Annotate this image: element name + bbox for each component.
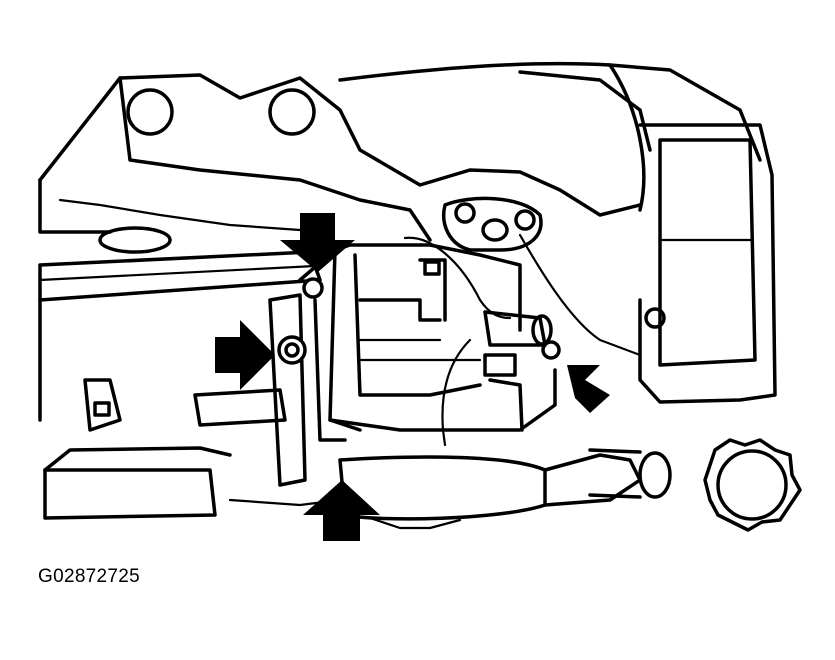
long-bar bbox=[38, 250, 322, 422]
wire-harness bbox=[403, 233, 642, 447]
right-gear bbox=[588, 438, 802, 532]
left-bracket bbox=[83, 277, 324, 487]
engine-component-diagram bbox=[38, 61, 802, 541]
figure-id-label: G02872725 bbox=[38, 566, 141, 587]
callout-arrow-bottom bbox=[303, 480, 380, 541]
engine-block-outline bbox=[38, 61, 762, 242]
callout-arrow-top bbox=[280, 213, 355, 272]
callout-arrow-right bbox=[567, 365, 610, 413]
central-component bbox=[298, 243, 557, 442]
flange bbox=[442, 196, 543, 252]
callout-arrows bbox=[215, 213, 610, 541]
lower-pulley-assembly bbox=[43, 446, 642, 530]
callout-arrow-left bbox=[215, 320, 275, 390]
block-bosses bbox=[98, 88, 316, 254]
right-housing bbox=[638, 123, 777, 404]
